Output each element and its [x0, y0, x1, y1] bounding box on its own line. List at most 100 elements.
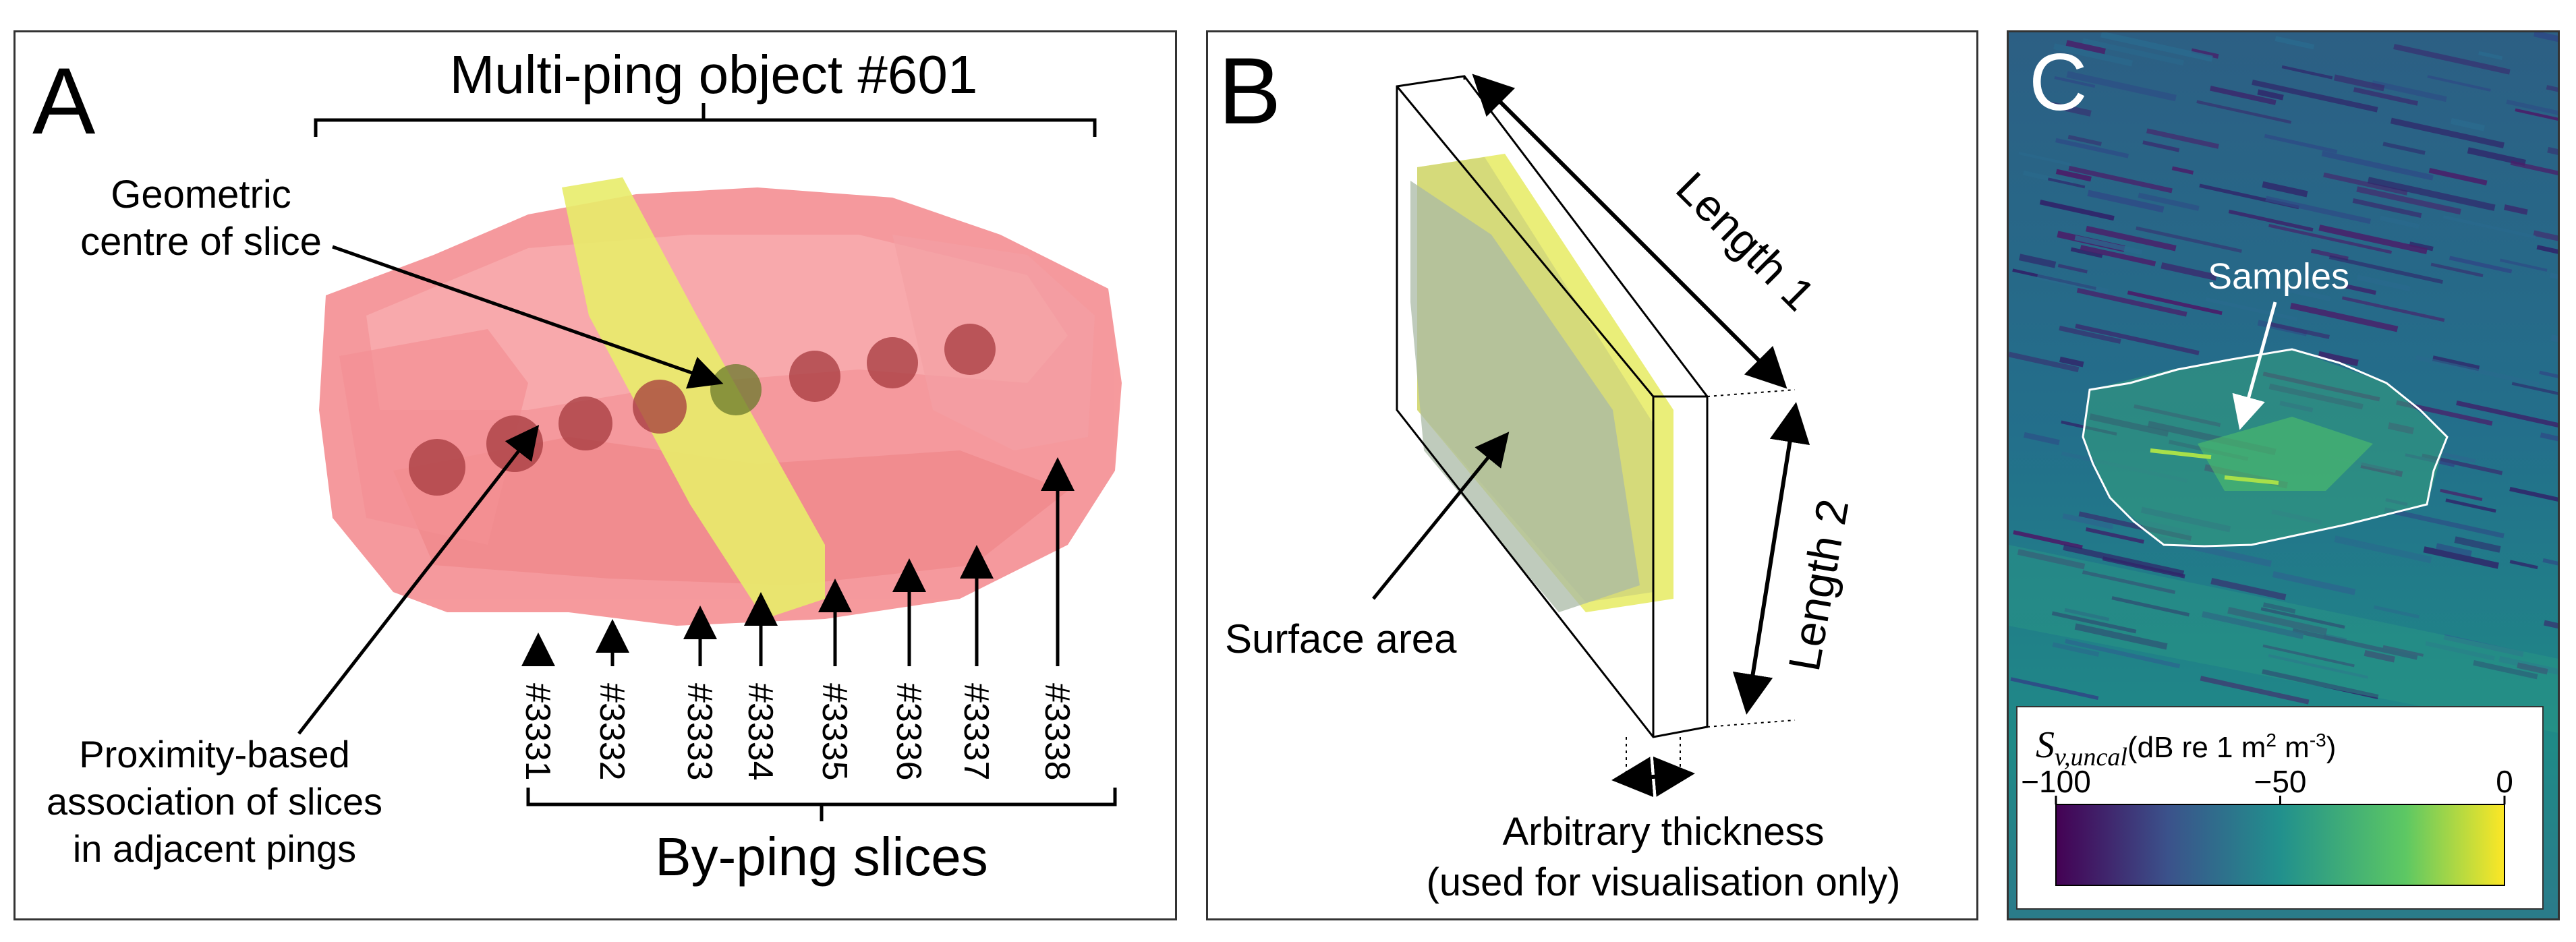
echogram-streak	[2272, 571, 2356, 595]
echogram-streak	[2047, 177, 2086, 189]
echogram-streak	[2440, 488, 2483, 502]
echogram-streak	[2547, 146, 2558, 155]
colorbar-tick-label: 0	[2496, 764, 2513, 799]
colorbar-tick-label: −50	[2254, 764, 2306, 799]
echogram-streak	[2065, 40, 2106, 55]
echogram-streak	[2430, 262, 2484, 278]
slice-id-label: #3331	[518, 683, 557, 781]
echogram-streak	[2210, 577, 2287, 601]
echogram-streak	[2074, 235, 2142, 255]
panel-b-diagram: B Length 1 Length 2 Surface area Arbitra	[1218, 38, 1900, 904]
echogram-streak	[2036, 273, 2109, 295]
echogram-streak	[2345, 284, 2376, 295]
echogram-streak	[2268, 654, 2369, 679]
echogram-streak	[2051, 611, 2137, 634]
echogram-streak	[2082, 38, 2184, 66]
echogram-streak	[2352, 198, 2422, 218]
echogram-streak	[2050, 101, 2092, 117]
echogram-streak	[2390, 117, 2505, 148]
echogram-streak	[2436, 543, 2472, 557]
length1-label: Length 1	[1667, 163, 1825, 320]
centre-label-line1: Geometric	[111, 173, 291, 216]
echogram-streak	[2432, 355, 2480, 372]
association-line2: association of slices	[47, 780, 382, 823]
echogram-streak	[2251, 279, 2331, 301]
echogram-streak	[2321, 150, 2434, 181]
echogram-streak	[2100, 32, 2213, 62]
echogram-streak	[2074, 623, 2168, 650]
object-title: Multi-ping object #601	[450, 45, 978, 105]
echogram-streak	[2068, 165, 2173, 194]
echogram-streak	[2268, 224, 2393, 254]
echogram-streak	[2171, 166, 2194, 175]
echogram-streak	[2262, 644, 2355, 668]
echogram-streak	[2160, 262, 2217, 281]
echogram-streak	[2111, 596, 2190, 617]
echogram-streak	[2427, 75, 2491, 92]
panel-c: C Samples Sv,uncal(dB re 1 m2 m-3) −100−…	[2007, 30, 2560, 920]
colorbar-unit-sup2: -3	[2310, 730, 2326, 750]
centre-arrow	[332, 245, 724, 389]
echogram-streak	[2138, 192, 2200, 211]
echogram-streak	[2328, 255, 2444, 284]
echogram-streak	[2357, 274, 2411, 292]
echogram-streak	[2506, 99, 2558, 115]
echogram-streak	[2318, 225, 2428, 255]
association-arrow	[297, 425, 540, 735]
echogram-streak	[2423, 546, 2499, 569]
echogram-streak	[2065, 639, 2181, 669]
panel-c-letter: C	[2029, 37, 2088, 127]
length1-arrow	[1472, 73, 1787, 389]
echogram-streak	[2205, 297, 2298, 322]
slice-id-label: #3333	[680, 683, 719, 781]
echogram-streak	[2085, 527, 2144, 544]
echogram-streak	[2372, 80, 2447, 102]
echogram-streak	[2010, 677, 2099, 701]
echogram-streak	[2511, 382, 2558, 395]
echogram-streak	[2540, 432, 2558, 442]
echogram-streak	[2080, 245, 2156, 266]
echogram-streak	[2055, 138, 2129, 158]
echogram-streak	[2059, 325, 2121, 344]
echogram-streak	[2509, 560, 2538, 570]
panel-a: A Multi-ping object #601 Geometric cent	[13, 30, 1177, 920]
echogram-streak	[2544, 620, 2558, 629]
echogram-streak	[2454, 536, 2501, 553]
echogram-streak	[2274, 36, 2315, 50]
echogram-streak	[2075, 324, 2200, 355]
echogram-streak	[2382, 645, 2424, 657]
association-line3: in adjacent pings	[73, 827, 356, 870]
echogram-streak	[2262, 602, 2296, 614]
echogram-streak	[2053, 43, 2133, 67]
samples-label: Samples	[2208, 256, 2349, 297]
echogram-streak	[2210, 86, 2277, 105]
echogram-streak	[2396, 400, 2493, 426]
echogram-streak	[2252, 80, 2378, 113]
surface-plane	[1410, 181, 1640, 612]
colorbar-unit-sup1: 2	[2266, 730, 2277, 750]
echogram-streak	[2200, 676, 2310, 705]
echogram-streak	[2009, 351, 2080, 372]
echogram-streak	[2064, 608, 2110, 622]
echogram-streak	[2086, 225, 2177, 252]
slice-labels: #3331#3332#3333#3334#3335#3336#3337#3338	[518, 457, 1077, 781]
colorbar-subscript: v,uncal	[2055, 743, 2127, 771]
length2-arrow	[1732, 402, 1810, 715]
slice-id-label: #3338	[1037, 683, 1077, 781]
echogram-streaks	[2009, 32, 2558, 705]
echogram-streak	[2393, 44, 2511, 75]
echogram-streak	[2260, 607, 2345, 629]
colorbar-symbol: S	[2036, 724, 2055, 766]
echogram-streak	[2087, 189, 2165, 213]
echogram-streak	[2425, 641, 2495, 661]
echogram-streak	[2367, 177, 2496, 211]
echogram-streak	[2509, 486, 2558, 502]
echogram-streak	[2310, 248, 2349, 261]
colorbar-tick-label: −100	[2021, 764, 2091, 799]
echogram-streak	[2055, 169, 2092, 182]
thickness-line1: Arbitrary thickness	[1502, 810, 1824, 854]
echogram-streak	[2382, 142, 2426, 155]
echogram-streak	[2380, 215, 2420, 229]
colorbar-ticks: −100 −50 0	[2021, 764, 2513, 804]
slices-title: By-ping slices	[655, 827, 988, 887]
